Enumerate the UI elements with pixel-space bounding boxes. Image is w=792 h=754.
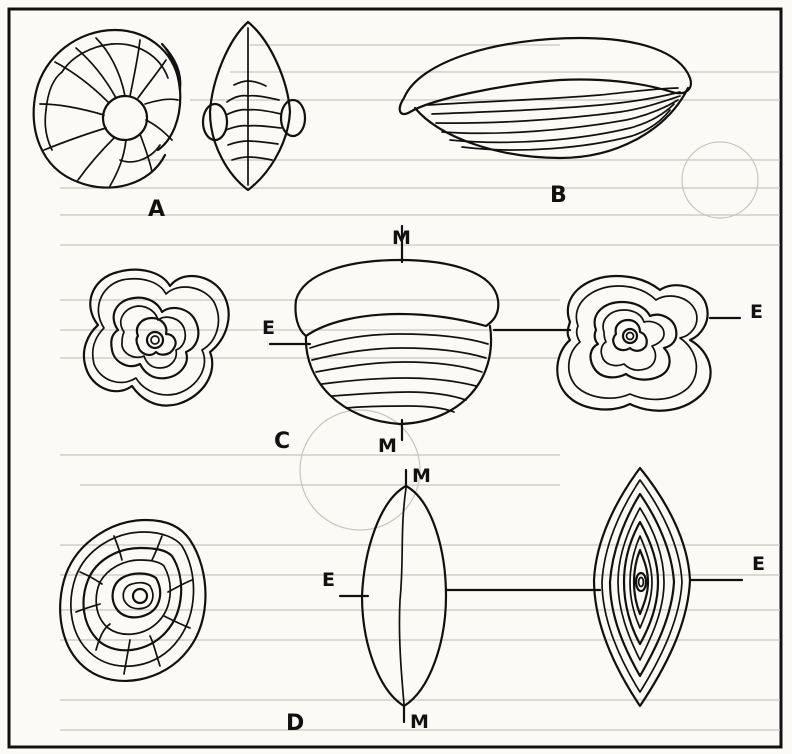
panel-label-c: C	[274, 429, 290, 454]
specimen-d-left	[60, 520, 205, 681]
c-label-m-top: M	[392, 227, 411, 249]
specimen-d-center-section	[340, 470, 600, 722]
d-label-m-top: M	[412, 465, 431, 487]
d-label-e-right: E	[752, 553, 765, 575]
specimen-c-right	[557, 276, 740, 411]
d-label-m-bottom: M	[410, 711, 429, 733]
c-label-e-right: E	[750, 301, 763, 323]
specimen-a-edge-view	[203, 22, 305, 190]
d-label-e-left: E	[322, 569, 335, 591]
panel-label-d: D	[286, 711, 304, 736]
specimen-d-right	[594, 468, 742, 706]
specimen-a-side-view	[34, 30, 181, 188]
c-label-m-bottom: M	[378, 435, 397, 457]
c-label-e-left: E	[262, 317, 275, 339]
panel-label-a: A	[148, 197, 165, 222]
specimen-c-left	[84, 270, 229, 406]
specimen-c-center-section	[270, 226, 570, 440]
specimen-b	[400, 38, 691, 158]
panel-label-b: B	[550, 183, 567, 208]
